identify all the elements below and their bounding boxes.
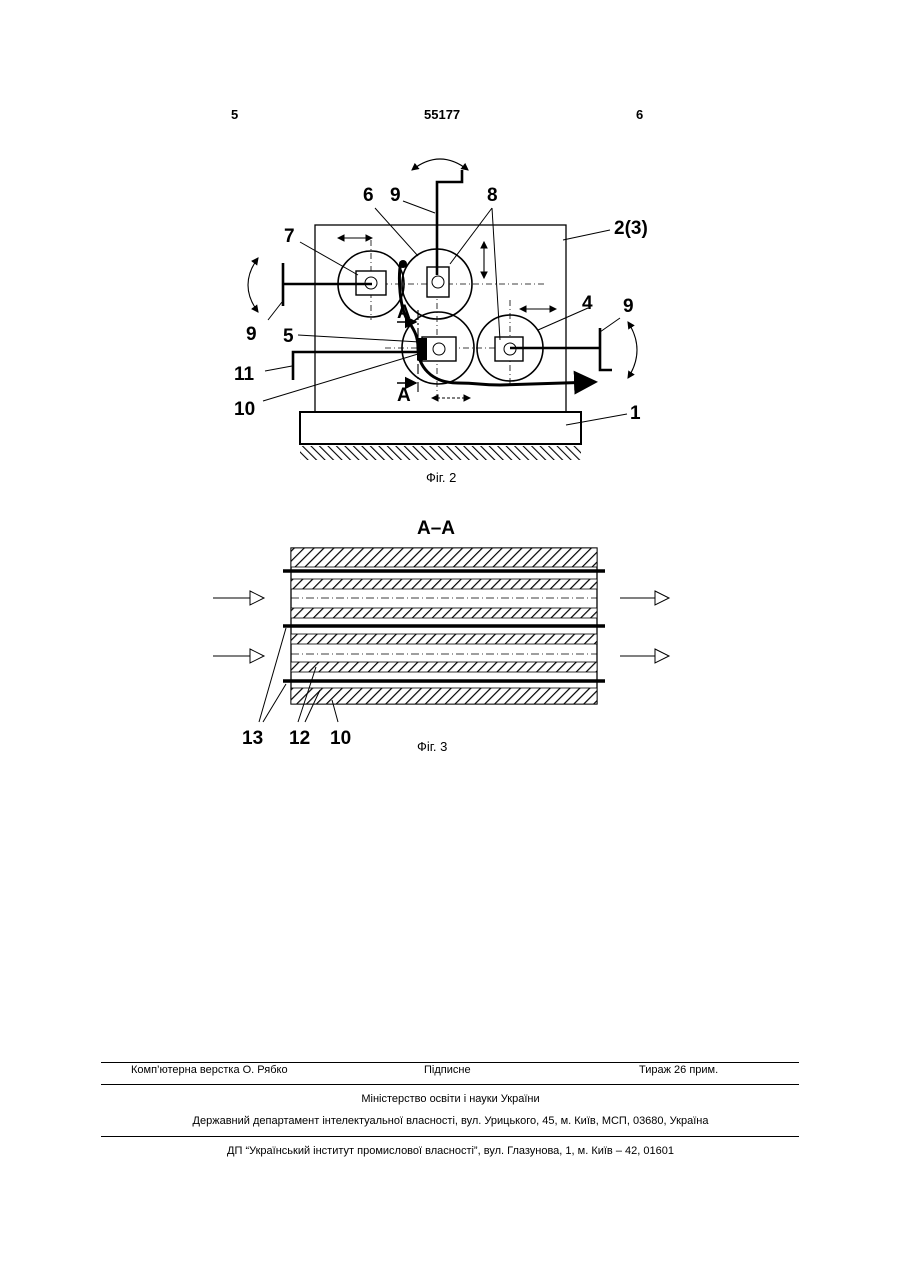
base-plate bbox=[300, 412, 581, 444]
footer-rule-middle bbox=[101, 1084, 799, 1085]
shaft-right bbox=[510, 328, 612, 370]
label-10: 10 bbox=[234, 399, 255, 420]
label-7: 7 bbox=[284, 226, 295, 247]
label-13: 13 bbox=[242, 728, 263, 749]
label-section-a-top: A bbox=[397, 302, 411, 323]
label-12: 12 bbox=[289, 728, 310, 749]
footer-rule-bottom bbox=[101, 1136, 799, 1137]
footer-institute: ДП “Український інститут промислової вла… bbox=[0, 1145, 901, 1157]
label-section-a-bottom: A bbox=[397, 385, 411, 406]
label-10-section: 10 bbox=[330, 728, 351, 749]
shaft-left bbox=[283, 263, 372, 306]
footer-signed: Підписне bbox=[424, 1064, 471, 1076]
label-4: 4 bbox=[582, 293, 593, 314]
label-5: 5 bbox=[283, 326, 294, 347]
shaft-11 bbox=[293, 352, 420, 380]
bearing-block-5 bbox=[422, 337, 456, 361]
footer-ministry: Міністерство освіти і науки України bbox=[0, 1093, 901, 1105]
section-title: A–A bbox=[417, 518, 455, 539]
label-6: 6 bbox=[363, 185, 374, 206]
label-9-top: 9 bbox=[390, 185, 401, 206]
figure-2-caption: Фіг. 2 bbox=[426, 470, 456, 485]
footer-rule-top bbox=[101, 1062, 799, 1063]
figure-3: A–A bbox=[213, 518, 669, 754]
shaft-top bbox=[437, 170, 462, 275]
label-1: 1 bbox=[630, 403, 641, 424]
label-2-3: 2(3) bbox=[614, 218, 648, 239]
footer-layout-by: Комп’ютерна верстка О. Рябко bbox=[131, 1064, 288, 1076]
footer-department: Державний департамент інтелектуальної вл… bbox=[0, 1115, 901, 1127]
label-8: 8 bbox=[487, 185, 498, 206]
ground-hatch bbox=[300, 446, 581, 460]
label-9-left: 9 bbox=[246, 324, 257, 345]
label-9-right: 9 bbox=[623, 296, 634, 317]
label-11: 11 bbox=[234, 364, 255, 385]
figure-2: 6 9 8 2(3) 7 9 4 9 5 A 11 A 10 1 Фіг. 2 bbox=[234, 159, 648, 485]
figure-3-caption: Фіг. 3 bbox=[417, 739, 447, 754]
patent-drawings: 6 9 8 2(3) 7 9 4 9 5 A 11 A 10 1 Фіг. 2 … bbox=[0, 0, 901, 800]
footer-circulation: Тираж 26 прим. bbox=[639, 1064, 718, 1076]
